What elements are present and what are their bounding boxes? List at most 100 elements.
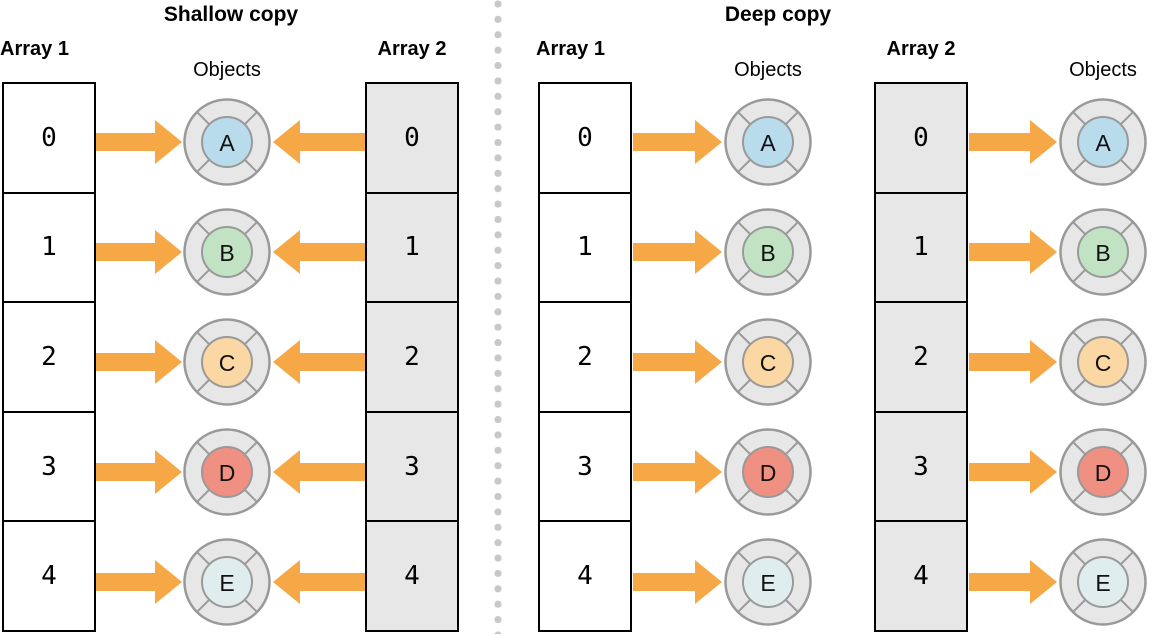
quadrant-spokes: [737, 111, 799, 173]
object-icon-svg: C: [183, 318, 271, 406]
inner-circle: [201, 226, 253, 278]
reference-arrow-right: [969, 450, 1057, 494]
object-icon-svg: A: [183, 98, 271, 186]
arrow-head: [695, 230, 722, 274]
object-icon-d: D: [182, 427, 272, 517]
deep-copy-title: Deep copy: [724, 3, 832, 26]
array-cell: 3: [540, 410, 630, 521]
array-cell: 3: [367, 410, 457, 521]
arrow-head: [155, 450, 182, 494]
object-icon-a: A: [182, 97, 272, 187]
inner-circle: [1077, 336, 1129, 388]
arrow-head: [695, 560, 722, 604]
deep-objects-label-1: Objects: [734, 59, 802, 81]
object-letter: A: [1095, 130, 1111, 156]
arrow-shaft: [633, 133, 695, 151]
arrow-shaft: [96, 243, 155, 261]
array-cell: 3: [4, 410, 94, 521]
quadrant-spokes: [1072, 111, 1134, 173]
array-cell: 1: [540, 191, 630, 302]
arrow-shaft: [969, 133, 1030, 151]
object-icon-svg: E: [183, 538, 271, 626]
arrow-head: [1030, 560, 1057, 604]
deep-objects-label-2: Objects: [1069, 59, 1137, 81]
object-icon-c: C: [182, 317, 272, 407]
object-icon-c: C: [1058, 317, 1148, 407]
inner-circle: [201, 446, 253, 498]
arrow-head: [155, 340, 182, 384]
object-letter: E: [219, 570, 234, 596]
arrow-shaft: [300, 353, 365, 371]
object-icon-svg: A: [1059, 98, 1147, 186]
reference-arrow-right: [969, 230, 1057, 274]
reference-arrow-left: [273, 120, 365, 164]
array-cell: 2: [367, 301, 457, 411]
object-letter: E: [760, 570, 775, 596]
shallow-array2-label: Array 2: [377, 38, 447, 60]
object-letter: A: [760, 130, 776, 156]
object-icon-svg: B: [1059, 208, 1147, 296]
inner-circle: [1077, 556, 1129, 608]
object-letter: C: [1095, 350, 1112, 376]
arrow-shaft: [96, 463, 155, 481]
arrow-shaft: [969, 353, 1030, 371]
reference-arrow-right: [633, 450, 722, 494]
quadrant-spokes: [196, 111, 258, 173]
array-cell: 0: [41, 122, 57, 153]
array-cell: 3: [876, 410, 966, 521]
quadrant-spokes: [737, 221, 799, 283]
array-cell: 4: [367, 520, 457, 630]
arrow-shaft: [300, 243, 365, 261]
arrow-head: [1030, 340, 1057, 384]
object-icon-d: D: [1058, 427, 1148, 517]
object-icon-a: A: [723, 97, 813, 187]
array-cell: 1: [876, 191, 966, 302]
arrow-head: [155, 120, 182, 164]
reference-arrow-right: [633, 230, 722, 274]
object-icon-svg: B: [724, 208, 812, 296]
reference-arrow-right: [96, 340, 182, 384]
object-icon-b: B: [1058, 207, 1148, 297]
quadrant-spokes: [1072, 221, 1134, 283]
object-letter: D: [219, 460, 236, 486]
object-icon-d: D: [723, 427, 813, 517]
arrow-head: [273, 120, 300, 164]
shallow-array2-column: 0 1 2 3 4: [365, 82, 459, 632]
reference-arrow-right: [96, 230, 182, 274]
quadrant-spokes: [196, 221, 258, 283]
arrow-shaft: [96, 133, 155, 151]
arrow-head: [695, 450, 722, 494]
array-cell: 0: [404, 122, 420, 153]
quadrant-spokes: [1072, 551, 1134, 613]
array-cell: 4: [540, 520, 630, 630]
object-icon-svg: D: [1059, 428, 1147, 516]
reference-arrow-left: [273, 340, 365, 384]
array-cell: 2: [540, 301, 630, 411]
deep-array2-column: 0 1 2 3 4: [874, 82, 968, 632]
arrow-shaft: [633, 243, 695, 261]
arrow-head: [1030, 450, 1057, 494]
object-letter: B: [1095, 240, 1110, 266]
object-icon-c: C: [723, 317, 813, 407]
object-icon-e: E: [1058, 537, 1148, 627]
object-icon-b: B: [182, 207, 272, 297]
arrow-head: [155, 560, 182, 604]
arrow-shaft: [300, 573, 365, 591]
reference-arrow-right: [969, 120, 1057, 164]
object-icon-svg: A: [724, 98, 812, 186]
quadrant-spokes: [196, 441, 258, 503]
arrow-head: [155, 230, 182, 274]
object-letter: C: [219, 350, 236, 376]
inner-circle: [742, 116, 794, 168]
object-icon-svg: C: [1059, 318, 1147, 406]
arrow-shaft: [969, 463, 1030, 481]
reference-arrow-right: [96, 450, 182, 494]
inner-circle: [1077, 116, 1129, 168]
reference-arrow-right: [633, 340, 722, 384]
arrow-shaft: [969, 573, 1030, 591]
arrow-head: [273, 560, 300, 604]
deep-array2-label: Array 2: [886, 38, 956, 60]
inner-circle: [742, 556, 794, 608]
object-icon-e: E: [182, 537, 272, 627]
